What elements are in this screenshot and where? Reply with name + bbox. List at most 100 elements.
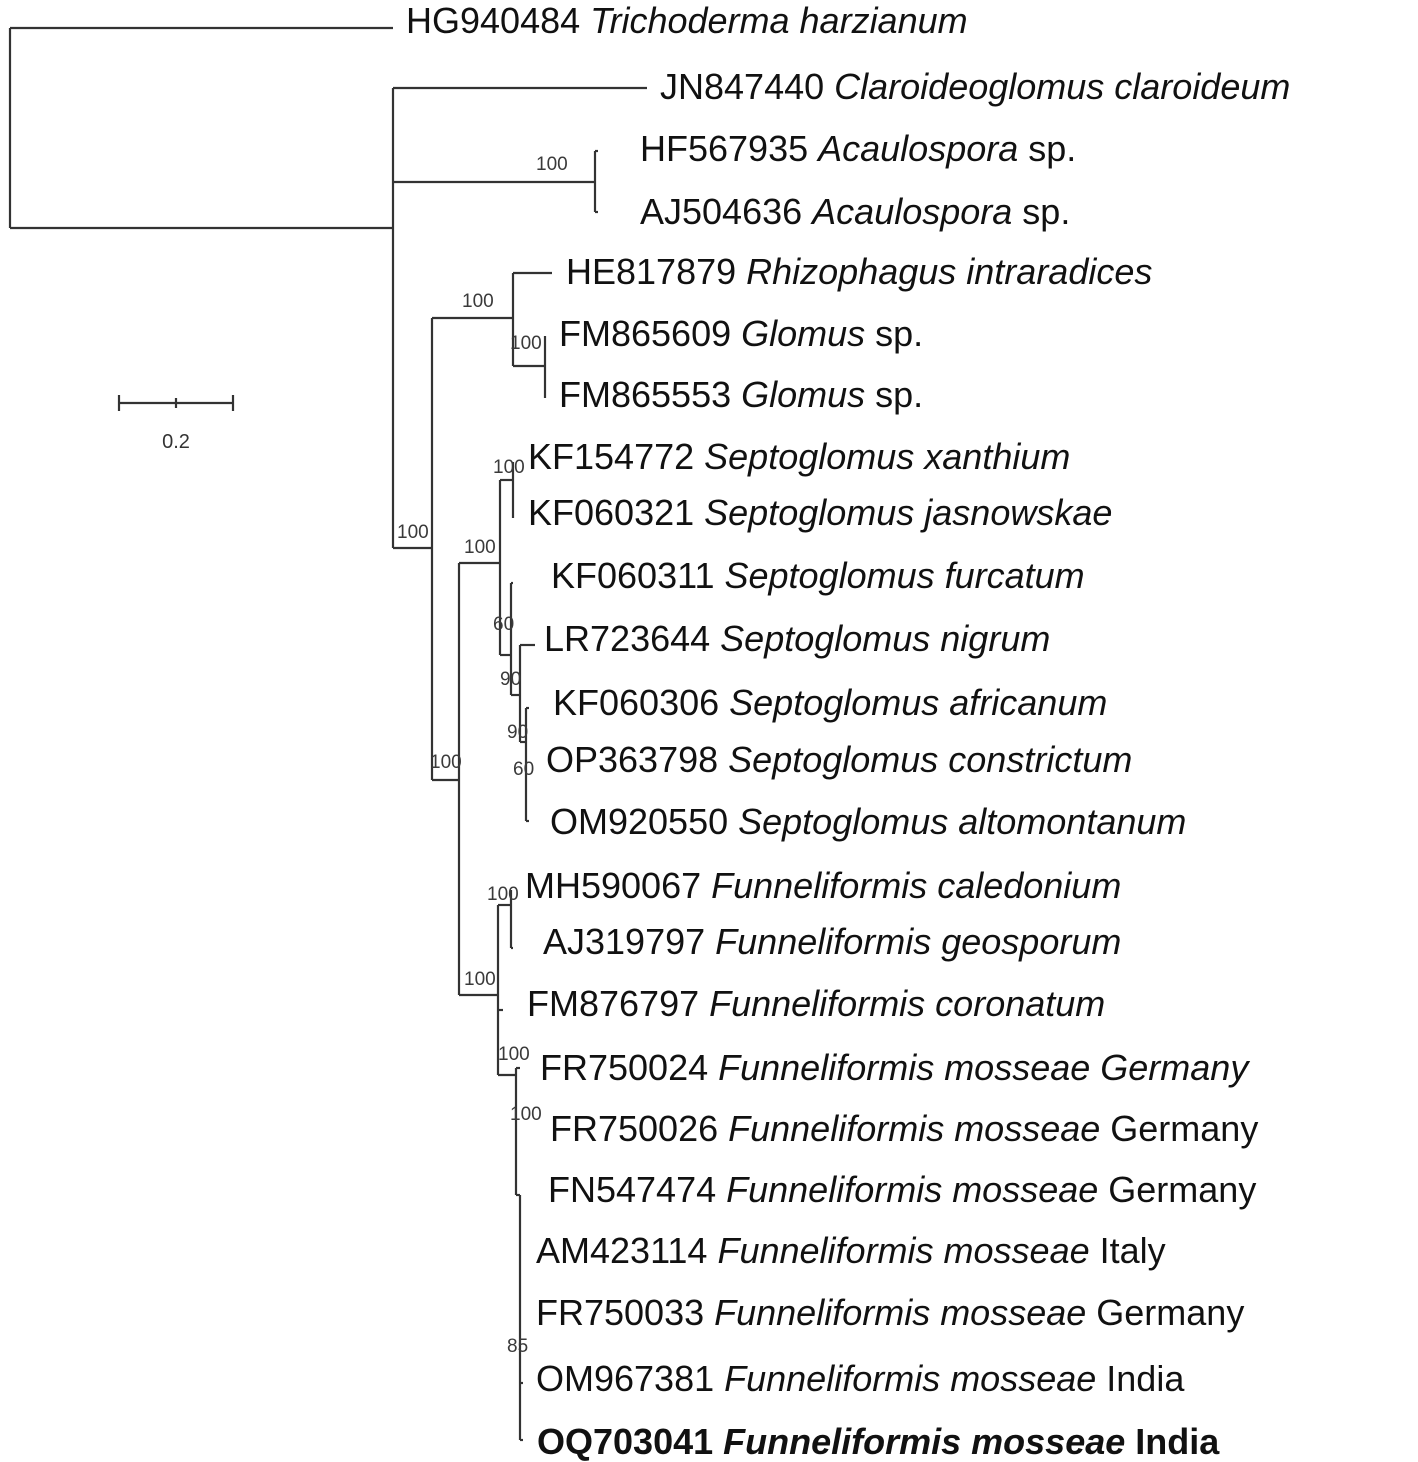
accession-number: AM423114 (536, 1230, 717, 1271)
accession-number: KF060306 (553, 682, 729, 723)
accession-number: JN847440 (660, 66, 834, 107)
taxon-suffix: India (1096, 1358, 1185, 1399)
taxon-label: OM920550 Septoglomus altomontanum (550, 801, 1186, 842)
taxon-suffix: Germany (1086, 1292, 1244, 1333)
bootstrap-value: 90 (500, 669, 521, 690)
species-name: Funneliformis mosseae (714, 1292, 1086, 1333)
species-name: Acaulospora (816, 128, 1018, 169)
bootstrap-value: 100 (397, 522, 429, 543)
tree-branches (8, 26, 647, 1442)
taxon-label: FR750033 Funneliformis mosseae Germany (536, 1292, 1244, 1333)
taxon-label: FM865609 Glomus sp. (559, 313, 923, 354)
species-name: Funneliformis mosseae (723, 1421, 1125, 1462)
taxon-label: OP363798 Septoglomus constrictum (546, 739, 1132, 780)
taxon-suffix: Germany (1098, 1169, 1256, 1210)
species-name: Glomus (741, 374, 865, 415)
accession-number: FM865553 (559, 374, 741, 415)
accession-number: FR750026 (550, 1108, 728, 1149)
bootstrap-value: 100 (510, 1104, 542, 1125)
scale-bar: 0.2 (117, 395, 235, 453)
taxon-label: HF567935 Acaulospora sp. (640, 128, 1076, 169)
accession-number: HE817879 (566, 251, 746, 292)
bootstrap-value: 100 (462, 291, 494, 312)
bootstrap-value: 100 (464, 537, 496, 558)
taxon-label: FR750026 Funneliformis mosseae Germany (550, 1108, 1258, 1149)
bootstrap-value: 100 (487, 884, 519, 905)
accession-number: FM876797 (527, 983, 709, 1024)
accession-number: OM967381 (536, 1358, 724, 1399)
bootstrap-value: 100 (536, 154, 568, 175)
species-name: Trichoderma harzianum (590, 0, 967, 41)
bootstrap-value: 85 (507, 1336, 528, 1357)
taxon-label: LR723644 Septoglomus nigrum (544, 618, 1050, 659)
bootstrap-value: 100 (498, 1044, 530, 1065)
taxon-label: AJ319797 Funneliformis geosporum (543, 921, 1121, 962)
bootstrap-value: 60 (513, 759, 534, 780)
accession-number: MH590067 (525, 865, 711, 906)
taxon-suffix: India (1125, 1421, 1220, 1462)
species-name: Septoglomus altomontanum (738, 801, 1186, 842)
taxon-label: OQ703041 Funneliformis mosseae India (537, 1421, 1220, 1462)
taxon-label: JN847440 Claroideoglomus claroideum (660, 66, 1290, 107)
bootstrap-value: 60 (493, 614, 514, 635)
accession-number: LR723644 (544, 618, 720, 659)
accession-number: KF154772 (528, 436, 704, 477)
bootstrap-values: 100 100 100 100 100 100 60 90 90 60 100 100 100 100 10… (397, 154, 568, 1357)
taxon-label: FR750024 Funneliformis mosseae Germany (540, 1047, 1250, 1088)
accession-number: OM920550 (550, 801, 738, 842)
taxon-label: FM865553 Glomus sp. (559, 374, 923, 415)
species-name: Septoglomus africanum (729, 682, 1107, 723)
taxon-suffix: sp. (865, 313, 923, 354)
accession-number: FR750024 (540, 1047, 718, 1088)
species-name: Funneliformis mosseae (726, 1169, 1098, 1210)
bootstrap-value: 100 (510, 333, 542, 354)
species-name: Septoglomus xanthium (704, 436, 1070, 477)
taxon-label: FM876797 Funneliformis coronatum (527, 983, 1105, 1024)
taxon-suffix: Germany (1100, 1108, 1258, 1149)
accession-number: OQ703041 (537, 1421, 723, 1462)
taxon-label: MH590067 Funneliformis caledonium (525, 865, 1121, 906)
species-name: Septoglomus nigrum (720, 618, 1050, 659)
species-name: Funneliformis mosseae (724, 1358, 1096, 1399)
accession-number: HG940484 (406, 0, 590, 41)
taxon-label: OM967381 Funneliformis mosseae India (536, 1358, 1185, 1399)
accession-number: KF060311 (551, 555, 724, 596)
species-name: Funneliformis mosseae (728, 1108, 1100, 1149)
species-name: Funneliformis mosseae Germany (718, 1047, 1250, 1088)
scale-bar-label: 0.2 (162, 431, 190, 453)
species-name: Claroideoglomus claroideum (834, 66, 1290, 107)
taxon-label: AM423114 Funneliformis mosseae Italy (536, 1230, 1166, 1271)
accession-number: AJ319797 (543, 921, 715, 962)
taxon-label: HE817879 Rhizophagus intraradices (566, 251, 1152, 292)
taxon-suffix: Italy (1090, 1230, 1166, 1271)
taxon-label: KF060321 Septoglomus jasnowskae (528, 492, 1112, 533)
species-name: Rhizophagus intraradices (746, 251, 1152, 292)
bootstrap-value: 100 (430, 752, 462, 773)
accession-number: FN547474 (548, 1169, 726, 1210)
species-name: Acaulospora (810, 191, 1012, 232)
taxon-label: KF060311 Septoglomus furcatum (551, 555, 1085, 596)
taxon-suffix: sp. (865, 374, 923, 415)
species-name: Funneliformis geosporum (715, 921, 1121, 962)
species-name: Funneliformis mosseae (717, 1230, 1089, 1271)
species-name: Funneliformis caledonium (711, 865, 1121, 906)
accession-number: KF060321 (528, 492, 704, 533)
accession-number: HF567935 (640, 128, 818, 169)
bootstrap-value: 100 (493, 457, 525, 478)
taxon-label: KF060306 Septoglomus africanum (553, 682, 1107, 723)
species-name: Septoglomus constrictum (728, 739, 1132, 780)
taxon-label: FN547474 Funneliformis mosseae Germany (548, 1169, 1256, 1210)
species-name: Septoglomus jasnowskae (704, 492, 1112, 533)
taxon-suffix: sp. (1018, 128, 1076, 169)
accession-number: FM865609 (559, 313, 741, 354)
bootstrap-value: 100 (464, 969, 496, 990)
taxon-suffix: sp. (1012, 191, 1070, 232)
species-name: Septoglomus furcatum (724, 555, 1084, 596)
accession-number: AJ504636 (640, 191, 812, 232)
accession-number: OP363798 (546, 739, 728, 780)
species-name: Glomus (741, 313, 865, 354)
bootstrap-value: 90 (507, 722, 528, 743)
accession-number: FR750033 (536, 1292, 714, 1333)
